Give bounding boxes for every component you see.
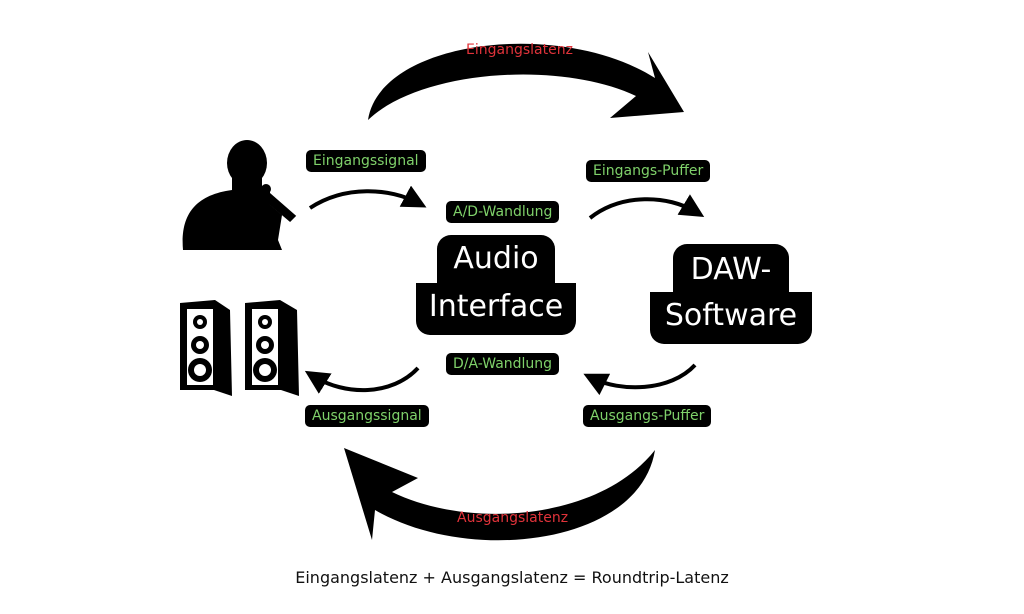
label-ausgangs-puffer: Ausgangs-Puffer xyxy=(583,405,712,427)
arrow-interface-to-daw xyxy=(588,194,705,220)
audio-interface-node: Audio xyxy=(437,235,555,283)
label-ausgangssignal: Ausgangssignal xyxy=(305,405,429,427)
daw-software-node: DAW- xyxy=(673,244,789,292)
daw-software-line2: Software xyxy=(664,298,798,333)
label-da-wandlung: D/A-Wandlung xyxy=(446,353,560,375)
output-latency-arrow xyxy=(344,448,655,541)
input-latency-arrow xyxy=(368,43,684,120)
singer-icon xyxy=(182,140,297,250)
output-latency-label: Ausgangslatenz xyxy=(457,510,569,526)
arrow-daw-to-interface xyxy=(583,363,697,396)
audio-interface-node-lower: Interface xyxy=(416,283,576,335)
daw-software-node-lower: Software xyxy=(650,292,812,344)
daw-software-line1: DAW- xyxy=(690,252,772,287)
arrow-interface-to-speakers xyxy=(304,366,420,394)
label-eingangs-puffer: Eingangs-Puffer xyxy=(586,160,711,182)
audio-interface-line1: Audio xyxy=(453,241,539,276)
arrow-singer-to-interface xyxy=(308,185,427,210)
speakers-icon xyxy=(180,300,299,396)
audio-interface-line2: Interface xyxy=(428,289,564,324)
label-ad-wandlung: A/D-Wandlung xyxy=(446,201,560,223)
label-eingangssignal: Eingangssignal xyxy=(306,150,426,172)
input-latency-label: Eingangslatenz xyxy=(466,42,573,58)
roundtrip-equation: Eingangslatenz + Ausgangslatenz = Roundt… xyxy=(295,568,729,587)
